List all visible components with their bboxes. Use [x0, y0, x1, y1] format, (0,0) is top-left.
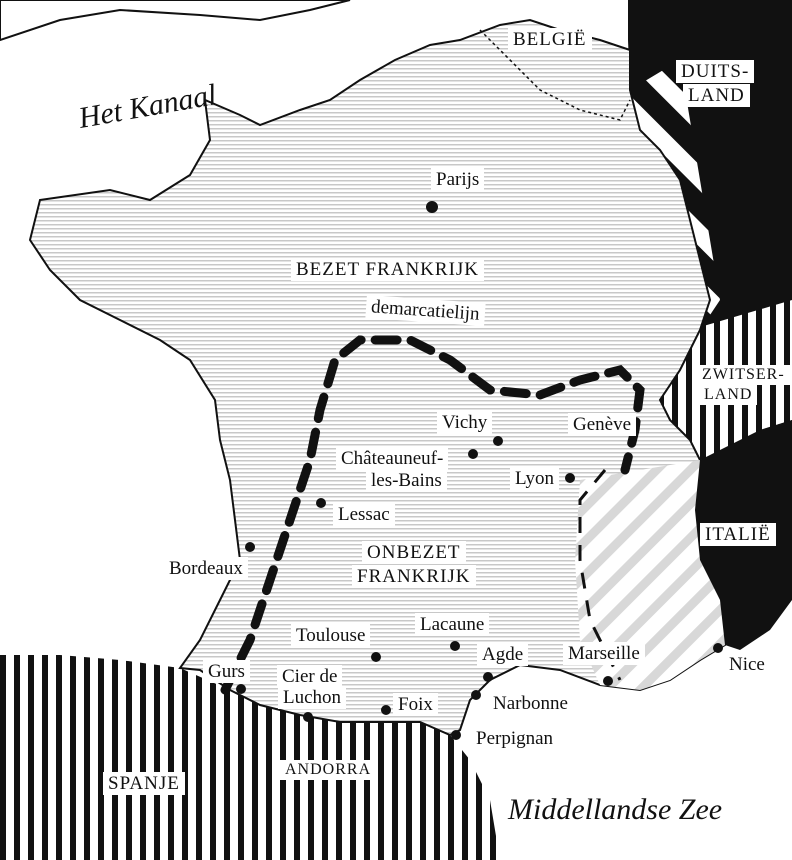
- england-coast: [0, 0, 351, 42]
- label-geneve: Genève: [568, 413, 637, 436]
- label-duitsland-2: LAND: [683, 84, 750, 107]
- city-dot-perpignan: [451, 730, 461, 740]
- label-lacaune: Lacaune: [415, 613, 490, 636]
- label-foix: Foix: [393, 693, 438, 716]
- label-onbezet-1: ONBEZET: [362, 541, 466, 564]
- label-marseille: Marseille: [563, 642, 645, 665]
- label-cier-1: Cier de: [277, 665, 343, 688]
- italian-occupied-zone: [575, 460, 725, 690]
- label-belgie: BELGIË: [508, 28, 592, 51]
- italian-zone-border: [578, 469, 622, 681]
- label-perpignan: Perpignan: [471, 727, 559, 750]
- city-dot-agde: [483, 672, 493, 682]
- city-dot-narbonne: [471, 690, 481, 700]
- label-lessac: Lessac: [333, 503, 395, 526]
- label-lyon: Lyon: [510, 467, 560, 490]
- city-dot-chateauneuf: [468, 449, 478, 459]
- city-dot-marseille: [603, 676, 613, 686]
- city-dot-nice: [713, 643, 723, 653]
- city-dot-gurs: [236, 684, 246, 694]
- city-dot-toulouse: [371, 652, 381, 662]
- label-zwitserland-2: LAND: [699, 385, 758, 405]
- label-vichy: Vichy: [437, 411, 493, 434]
- label-zwitserland-1: ZWITSER-: [697, 365, 790, 385]
- belgium-border: [479, 29, 631, 121]
- label-spanje: SPANJE: [103, 772, 185, 795]
- city-dot-bordeaux: [245, 542, 255, 552]
- label-middellandse-zee: Middellandse Zee: [508, 793, 723, 826]
- city-dot-lyon: [565, 473, 575, 483]
- label-bezet-frankrijk: BEZET FRANKRIJK: [291, 258, 485, 281]
- label-duitsland-1: DUITS-: [676, 60, 755, 83]
- label-cier-2: Luchon: [278, 686, 347, 709]
- label-chateauneuf-2: les-Bains: [366, 469, 447, 492]
- label-gurs: Gurs: [203, 660, 250, 683]
- demarcation-line: [220, 335, 645, 695]
- label-agde: Agde: [477, 643, 529, 666]
- spain-region: [0, 655, 500, 860]
- label-bordeaux: Bordeaux: [164, 557, 248, 580]
- label-chateauneuf-1: Châteauneuf-: [336, 447, 449, 470]
- label-toulouse: Toulouse: [291, 624, 371, 647]
- city-dot-cier: [303, 712, 313, 722]
- city-dot-vichy: [493, 436, 503, 446]
- city-markers: [236, 201, 723, 740]
- city-dot-foix: [381, 705, 391, 715]
- city-dot-lessac: [316, 498, 326, 508]
- label-onbezet-2: FRANKRIJK: [352, 565, 476, 588]
- city-dot-parijs: [426, 201, 438, 213]
- city-dot-lacaune: [450, 641, 460, 651]
- label-nice: Nice: [724, 653, 770, 676]
- label-italie: ITALIË: [700, 523, 776, 546]
- label-narbonne: Narbonne: [488, 692, 573, 715]
- label-parijs: Parijs: [431, 168, 485, 191]
- label-andorra: ANDORRA: [280, 760, 377, 780]
